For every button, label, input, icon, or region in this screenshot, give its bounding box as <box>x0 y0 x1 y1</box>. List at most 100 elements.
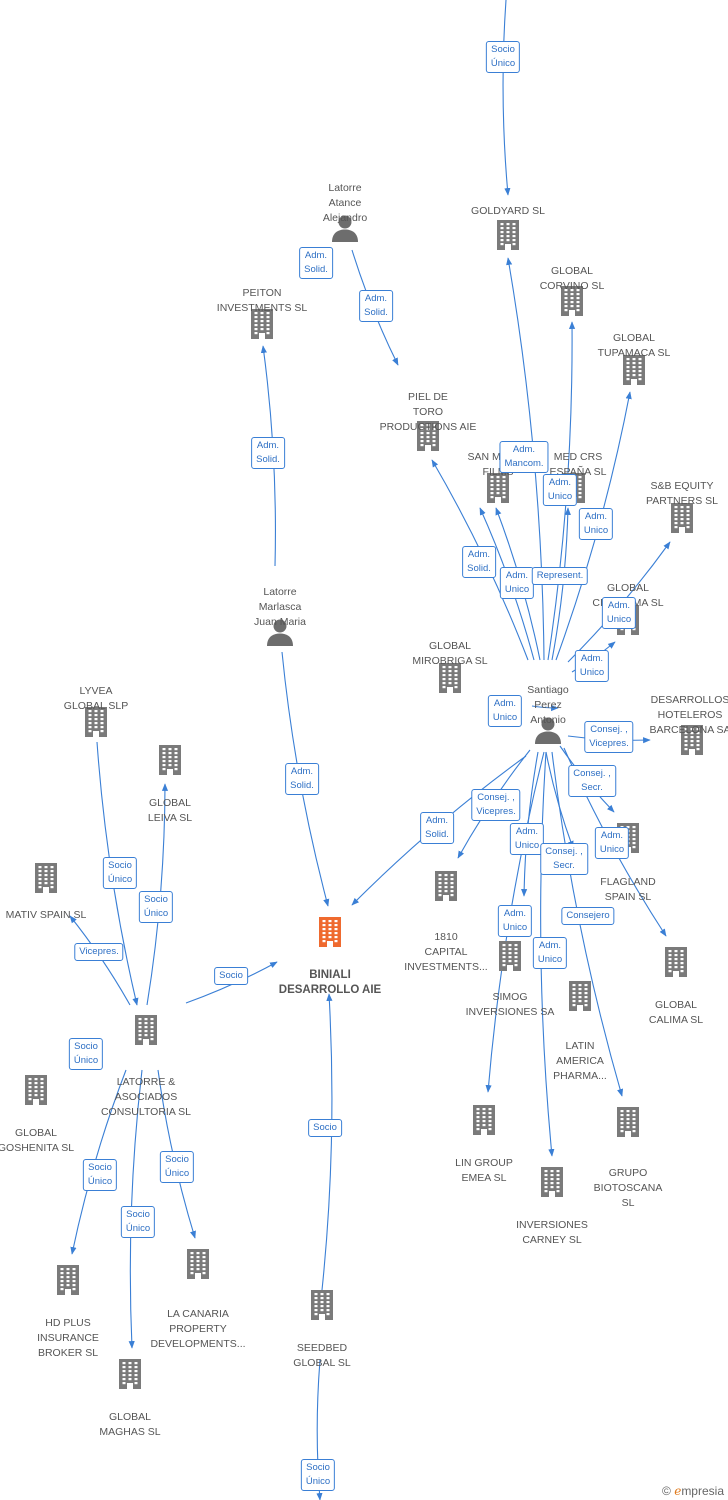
relationship-label[interactable]: Consejero <box>561 907 615 925</box>
building-icon[interactable] <box>308 1288 336 1322</box>
relationship-label[interactable]: Adm. Unico <box>499 567 535 599</box>
company-name[interactable]: FLAGLAND SPAIN SL <box>600 876 656 903</box>
building-icon[interactable] <box>22 1073 50 1107</box>
building-icon[interactable] <box>248 307 276 341</box>
company-name[interactable]: GLOBAL MIROBRIGA SL <box>412 640 488 667</box>
company-name[interactable]: GLOBAL GOSHENITA SL <box>0 1127 75 1154</box>
company-name[interactable]: SEEDBED GLOBAL SL <box>293 1342 351 1369</box>
main-company-building-icon[interactable] <box>316 915 344 949</box>
company-name[interactable]: 1810 CAPITAL INVESTMENTS... <box>404 931 488 973</box>
building-icon[interactable] <box>436 661 464 695</box>
relationship-edge <box>321 993 333 1291</box>
company-name[interactable]: GOLDYARD SL <box>471 205 545 217</box>
building-icon[interactable] <box>470 1103 498 1137</box>
relationship-label[interactable]: Consej. , Secr. <box>540 843 588 875</box>
company-name[interactable]: GRUPO BIOTOSCANA SL <box>593 1167 663 1209</box>
relationship-label[interactable]: Socio Único <box>300 1459 336 1491</box>
company-name[interactable]: GLOBAL TUPAMACA SL <box>597 332 671 359</box>
relationship-label[interactable]: Adm. Solid. <box>359 290 393 322</box>
building-icon[interactable] <box>432 869 460 903</box>
relationship-label[interactable]: Socio Único <box>138 891 174 923</box>
company-name[interactable]: LA CANARIA PROPERTY DEVELOPMENTS... <box>150 1308 246 1350</box>
company-name[interactable]: HD PLUS INSURANCE BROKER SL <box>37 1317 99 1359</box>
relationship-label[interactable]: Consej. , Vicepres. <box>471 789 521 821</box>
relationship-label[interactable]: Adm. Solid. <box>420 812 454 844</box>
brand-initial: e <box>674 1484 682 1498</box>
relationship-edge <box>531 704 559 712</box>
building-icon[interactable] <box>132 1013 160 1047</box>
person-icon[interactable] <box>533 715 563 745</box>
building-icon[interactable] <box>484 471 512 505</box>
relationship-label[interactable]: Adm. Solid. <box>462 546 496 578</box>
building-icon[interactable] <box>156 743 184 777</box>
company-name[interactable]: LATIN AMERICA PHARMA... <box>553 1040 607 1082</box>
building-icon[interactable] <box>678 723 706 757</box>
company-name[interactable]: GLOBAL LEIVA SL <box>147 797 193 824</box>
person-name[interactable]: Latorre Atance Alejandro <box>322 182 368 224</box>
company-name[interactable]: GLOBAL CALIMA SL <box>648 999 704 1026</box>
relationship-label[interactable]: Socio <box>214 967 248 985</box>
brand-name: mpresia <box>681 1484 724 1498</box>
company-name[interactable]: PIEL DE TORO PRODUCTIONS AIE <box>379 391 477 433</box>
relationship-label[interactable]: Adm. Solid. <box>251 437 285 469</box>
relationship-label[interactable]: Socio Único <box>102 857 138 889</box>
building-icon[interactable] <box>414 419 442 453</box>
relationship-label[interactable]: Socio Único <box>82 1159 118 1191</box>
building-icon[interactable] <box>494 218 522 252</box>
building-icon[interactable] <box>116 1357 144 1391</box>
company-name[interactable]: MATIV SPAIN SL <box>5 909 87 921</box>
person-name[interactable]: Latorre Marlasca Juan Maria <box>254 586 306 628</box>
relationship-edge <box>551 751 624 1097</box>
building-icon[interactable] <box>538 1165 566 1199</box>
relationship-label[interactable]: Socio Único <box>485 41 521 73</box>
relationship-label[interactable]: Adm. Unico <box>594 827 630 859</box>
relationship-label[interactable]: Adm. Unico <box>574 650 610 682</box>
building-icon[interactable] <box>614 1105 642 1139</box>
relationship-label[interactable]: Represent. <box>531 567 589 585</box>
building-icon[interactable] <box>32 861 60 895</box>
relationship-label[interactable]: Socio Único <box>159 1151 195 1183</box>
relationship-label[interactable]: Consej. , Vicepres. <box>584 721 634 753</box>
copyright-symbol: © <box>662 1484 671 1498</box>
building-icon[interactable] <box>566 979 594 1013</box>
company-name[interactable]: SIMOG INVERSIONES SA <box>465 991 555 1018</box>
relationship-label[interactable]: Consej. , Secr. <box>568 765 616 797</box>
building-icon[interactable] <box>662 945 690 979</box>
relationship-label[interactable]: Adm. Unico <box>487 695 523 727</box>
company-name[interactable]: LIN GROUP EMEA SL <box>455 1157 513 1184</box>
building-icon[interactable] <box>496 939 524 973</box>
main-company-name[interactable]: BINIALI DESARROLLO AIE <box>278 969 382 996</box>
building-icon[interactable] <box>668 501 696 535</box>
company-name[interactable]: LYVEA GLOBAL SLP <box>63 685 129 712</box>
company-name[interactable]: DESARROLLOS HOTELEROS BARCELONA SA <box>649 694 728 736</box>
company-name[interactable]: GLOBAL MAGHAS SL <box>99 1411 161 1438</box>
empresia-logo: © empresia <box>662 1484 724 1498</box>
company-name[interactable]: INVERSIONES CARNEY SL <box>516 1219 588 1246</box>
building-icon[interactable] <box>620 353 648 387</box>
company-name[interactable]: S&B EQUITY PARTNERS SL <box>646 480 718 507</box>
relationship-label[interactable]: Socio Único <box>120 1206 156 1238</box>
building-icon[interactable] <box>54 1263 82 1297</box>
relationship-label[interactable]: Adm. Unico <box>601 597 637 629</box>
company-name[interactable]: PEITON INVESTMENTS SL <box>216 287 308 314</box>
company-name[interactable]: GLOBAL CORVINO SL <box>539 265 605 292</box>
relationship-label[interactable]: Adm. Unico <box>532 937 568 969</box>
building-icon[interactable] <box>558 284 586 318</box>
relationship-label[interactable]: Socio <box>308 1119 342 1137</box>
person-icon[interactable] <box>265 617 295 647</box>
company-name[interactable]: LATORRE & ASOCIADOS CONSULTORIA SL <box>100 1076 192 1118</box>
relationship-edge <box>502 0 511 196</box>
relationship-label[interactable]: Vicepres. <box>74 943 124 961</box>
relationship-label[interactable]: Adm. Unico <box>509 823 545 855</box>
relationship-label[interactable]: Socio Único <box>68 1038 104 1070</box>
building-icon[interactable] <box>184 1247 212 1281</box>
relationship-label[interactable]: Adm. Unico <box>542 474 578 506</box>
relationship-label[interactable]: Adm. Unico <box>578 508 614 540</box>
relationship-label[interactable]: Adm. Solid. <box>285 763 319 795</box>
person-icon[interactable] <box>330 213 360 243</box>
relationship-label[interactable]: Adm. Unico <box>497 905 533 937</box>
relationship-label[interactable]: Adm. Solid. <box>299 247 333 279</box>
relationship-label[interactable]: Adm. Mancom. <box>499 441 549 473</box>
person-name[interactable]: Santiago Perez Antonio <box>527 684 569 726</box>
building-icon[interactable] <box>82 705 110 739</box>
